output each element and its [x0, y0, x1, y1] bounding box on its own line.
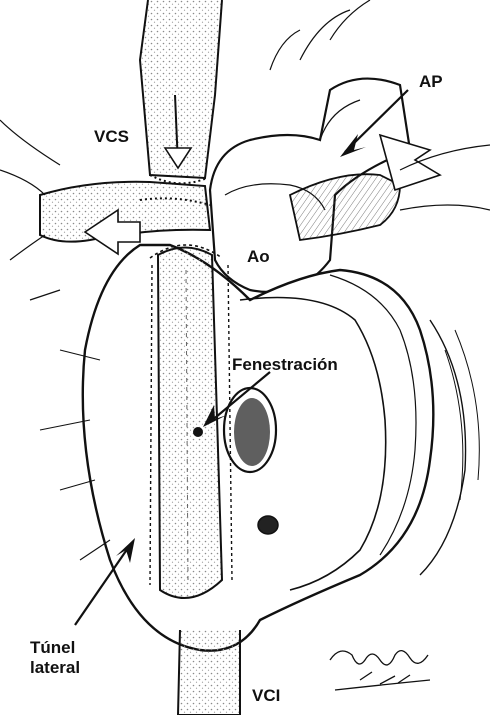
label-ap: AP [419, 72, 443, 92]
aorta [210, 0, 410, 292]
label-vci: VCI [252, 686, 280, 706]
label-ao: Ao [247, 247, 270, 267]
inferior-vena-cava [178, 630, 240, 715]
label-vcs: VCS [94, 127, 129, 147]
label-tunel-lateral: Túnel lateral [30, 638, 80, 678]
superior-vena-cava [140, 0, 222, 183]
label-tunel-line1: Túnel [30, 638, 80, 658]
fenestration-dot [193, 427, 203, 437]
label-tunel-line2: lateral [30, 658, 80, 678]
label-fenestracion: Fenestración [232, 355, 338, 375]
artist-signature [330, 651, 430, 690]
